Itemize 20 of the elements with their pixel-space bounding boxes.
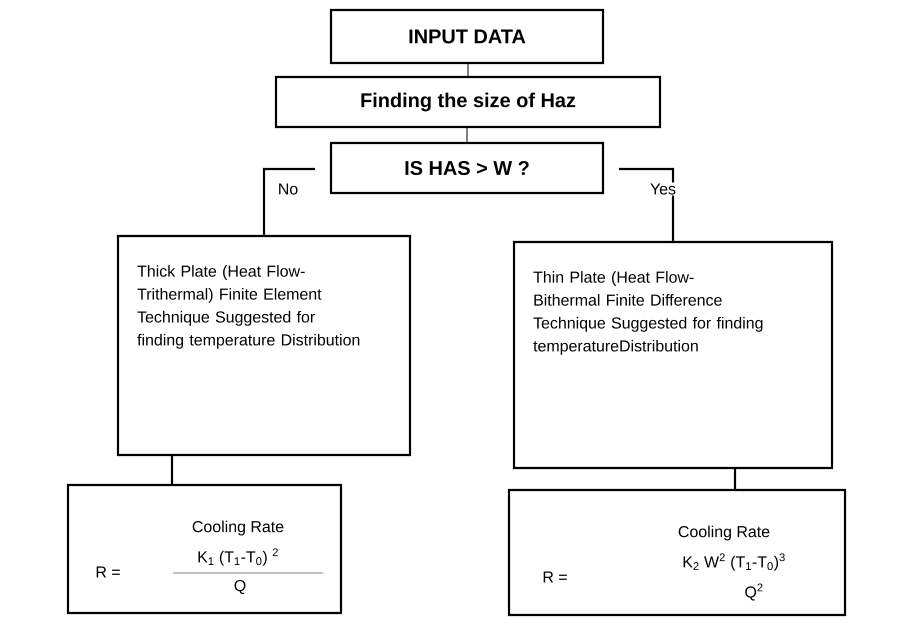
connector-line xyxy=(619,168,674,241)
box-heading: Cooling Rate xyxy=(678,526,770,540)
formula-text: Q$^{2}$ xyxy=(745,583,762,601)
formula-text: R = xyxy=(96,566,120,578)
box-heading: Cooling Rate xyxy=(192,520,284,536)
decision-box: IS HAS > W ? xyxy=(330,142,604,194)
box-text: Thin Plate (Heat Flow-Bithermal Finite Difference Technique Suggested for finding temperatureDistribution xyxy=(533,271,762,355)
connector-line xyxy=(170,455,174,485)
formula-text: Q xyxy=(234,580,246,594)
edge-label: Yes xyxy=(650,183,676,195)
formula-text: K$_{2}$ W$^{2}$ (T$_{1}$-T$_{0}$)$^{3}$ xyxy=(684,553,785,571)
connector-line xyxy=(734,468,736,490)
edge-label: No xyxy=(279,183,298,195)
process-box: Finding the size of Haz xyxy=(274,76,662,128)
connector-line xyxy=(262,168,315,235)
process-box: INPUT DATA xyxy=(330,8,604,64)
formula-text: K$_{1}$ (T$_{1}$-T$_{0}$) $^{2}$ xyxy=(198,548,278,566)
box-text: Thick Plate (Heat Flow-Trithermal) Finite Element Technique Suggested for finding temperature Distribution xyxy=(137,265,360,349)
formula-text: R = xyxy=(544,572,567,582)
connector-line xyxy=(466,126,468,144)
